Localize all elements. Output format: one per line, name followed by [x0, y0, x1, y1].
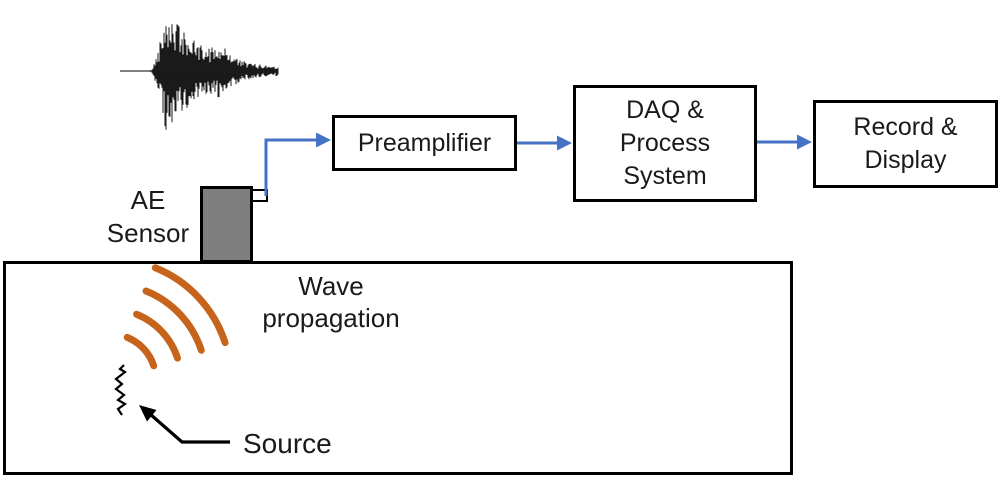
ae-sensor-label-line1: AE [130, 185, 166, 215]
arrowhead-icon [316, 132, 331, 148]
daq-label-line3: System [623, 162, 707, 190]
source-label: Source [243, 428, 332, 459]
ae-burst-waveform-icon [120, 24, 279, 130]
sensor-connector [251, 189, 268, 202]
daq-label-line1: DAQ & [626, 96, 704, 124]
preamplifier-box: Preamplifier [332, 115, 517, 171]
preamplifier-label: Preamplifier [357, 128, 492, 157]
record-label-line2: Display [864, 146, 947, 174]
record-label-line1: Record & [853, 113, 958, 141]
record-display-box: Record & Display [813, 100, 998, 188]
arrowhead-icon [797, 134, 812, 150]
arrow-line [264, 138, 318, 196]
ae-sensor-label-line2: Sensor [106, 218, 190, 248]
daq-label-line2: Process [619, 129, 711, 157]
wave-propagation-label-line1: Wave [298, 271, 364, 301]
wave-propagation-label: Wave propagation [231, 270, 431, 334]
ae-sensor-label: AE Sensor [98, 184, 198, 250]
arrow-daq-to-record [757, 134, 812, 150]
ae-sensor-block [200, 186, 253, 263]
arrow-sensor-to-preamplifier [264, 132, 331, 196]
daq-process-box: DAQ & Process System [573, 85, 757, 202]
arrowhead-icon [557, 135, 572, 151]
wave-propagation-label-line2: propagation [262, 303, 400, 333]
arrow-preamplifier-to-daq [517, 135, 572, 151]
